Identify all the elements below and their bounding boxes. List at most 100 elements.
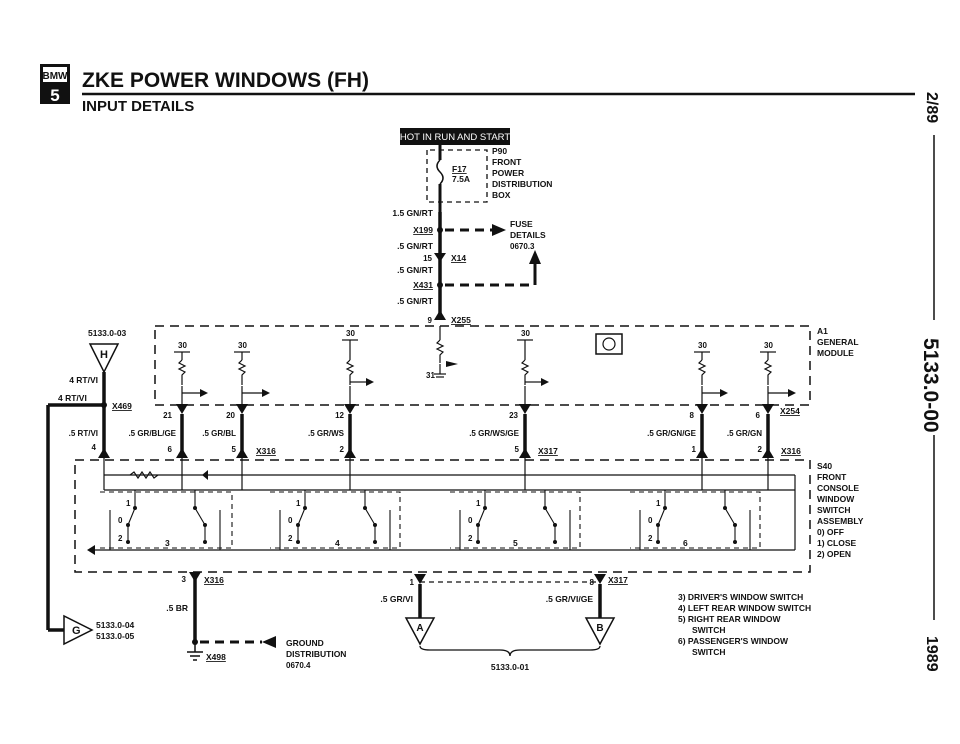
ref-h-letter: H: [100, 349, 108, 361]
lower-connector-icons: [176, 448, 774, 458]
side-year: 1989: [923, 636, 940, 672]
x316-pin-6: 6: [168, 445, 173, 454]
switch-num-5: 5: [513, 538, 518, 548]
feed-wire-2: .5 GN/RT: [397, 241, 434, 251]
fuse-box: F17 7.5A P90 FRONT POWER DISTRIBUTION BO…: [426, 145, 552, 212]
module-pin-20: 20: [226, 411, 235, 420]
switch-6: [630, 490, 761, 550]
switch-num-6: 6: [683, 538, 688, 548]
module-pin-6: 6: [756, 411, 761, 420]
logo-bottom-text: 5: [50, 86, 59, 105]
s40-line-7: 0) OFF: [817, 527, 844, 537]
module-pin-21: 21: [163, 411, 172, 420]
ref-b-letter: B: [596, 623, 603, 634]
hot-banner: [400, 128, 510, 145]
switch-num-4: 4: [335, 538, 340, 548]
fuse-details-2: DETAILS: [510, 230, 546, 240]
bottom-pin-3: 3: [182, 575, 187, 584]
bottom-section: 3 X316 .5 BR X498 GROUND DISTRIBUTION 06…: [166, 572, 811, 672]
ref-b-triangle-icon: [584, 617, 616, 646]
feed-x199: X199: [413, 225, 433, 235]
ref-ab: 5133.0-01: [491, 662, 530, 672]
left-connector-icon: [98, 448, 110, 458]
sw3-pos-2: 2: [118, 534, 123, 543]
feed-pin-15: 15: [423, 254, 432, 263]
ref-g-triangle-icon: [63, 614, 94, 646]
connector-x317-a: X317: [538, 446, 558, 456]
sw3-pos-1: 1: [126, 499, 131, 508]
wire-gr-bl-ge: .5 GR/BL/GE: [128, 429, 176, 438]
connector-x316-c-icon: [189, 572, 201, 582]
left-pin-4: 4: [92, 443, 97, 452]
sw4-pos-1: 1: [296, 499, 301, 508]
feed-pin-9: 9: [428, 316, 433, 325]
side-date: 2/89: [923, 92, 940, 123]
wire-br: .5 BR: [166, 603, 188, 613]
ground-line-1: GROUND: [286, 638, 324, 648]
resistor-icon: [129, 470, 159, 480]
s40-line-6: ASSEMBLY: [817, 516, 864, 526]
logo-top-text: BMW: [43, 71, 69, 82]
ref-a-triangle-icon: [404, 617, 436, 646]
wire-gr-vi-ge: .5 GR/VI/GE: [546, 594, 594, 604]
fuse-id: F17: [452, 164, 467, 174]
fuse-amps: 7.5A: [452, 174, 470, 184]
x317-pin-1: 1: [692, 445, 697, 454]
feed-x431: X431: [413, 280, 433, 290]
a1-pin-30-e: 30: [698, 341, 707, 350]
bottom-pin-8: 8: [590, 578, 595, 587]
p90-line-1: P90: [492, 146, 507, 156]
x316b-pin-2: 2: [758, 445, 763, 454]
connector-x316-a: X316: [256, 446, 276, 456]
sw6-pos-2: 2: [648, 534, 653, 543]
sw6-pos-1: 1: [656, 499, 661, 508]
left-wire-3: .5 RT/VI: [69, 429, 98, 438]
switch-4: [270, 490, 401, 550]
feed-wire-1: 1.5 GN/RT: [392, 208, 433, 218]
s40-line-2: FRONT: [817, 472, 847, 482]
side-strip: 2/89 5133.0-00 1989: [919, 92, 942, 672]
sw5-pos-1: 1: [476, 499, 481, 508]
s40-line-5: SWITCH: [817, 505, 851, 515]
switch-num-3: 3: [165, 538, 170, 548]
ground-arrow-icon: [262, 636, 276, 648]
a1-line-2: GENERAL: [817, 337, 859, 347]
feed-x14: X14: [451, 253, 466, 263]
switch-assembly-s40: S40 FRONT CONSOLE WINDOW SWITCH ASSEMBLY…: [74, 458, 864, 573]
wire-gr-gn: .5 GR/GN: [727, 429, 762, 438]
sw4-pos-2: 2: [288, 534, 293, 543]
a1-line-3: MODULE: [817, 348, 854, 358]
page-subtitle: INPUT DETAILS: [82, 98, 194, 115]
a1-pin-30-c: 30: [346, 329, 355, 338]
feed-wire: 1.5 GN/RT X199 .5 GN/RT 15 X14 .5 GN/RT …: [392, 208, 546, 325]
ground-line-2: DISTRIBUTION: [286, 649, 346, 659]
connector-x498: X498: [206, 652, 226, 662]
s40-line-1: S40: [817, 461, 832, 471]
left-wire-1: 4 RT/VI: [69, 375, 98, 385]
fuse-details-arrow-icon: [492, 224, 506, 236]
fuse-details-3: 0670.3: [510, 242, 535, 251]
sw3-pos-0: 0: [118, 516, 123, 525]
legend-2: 4) LEFT REAR WINDOW SWITCH: [678, 603, 811, 613]
module-pin-23: 23: [509, 411, 518, 420]
ref-ab-brace: [419, 645, 601, 657]
s40-line-3: CONSOLE: [817, 483, 859, 493]
hot-banner-text: HOT IN RUN AND START: [400, 132, 511, 143]
bottom-pin-1: 1: [410, 578, 415, 587]
switch-5: [450, 490, 581, 550]
bmw-5-logo: BMW 5: [40, 64, 70, 105]
ground-line-3: 0670.4: [286, 661, 311, 670]
s40-line-9: 2) OPEN: [817, 549, 851, 559]
switch-3: [100, 490, 233, 550]
general-module-a1: A1 GENERAL MODULE 30 30 30 30 30 30: [154, 325, 859, 406]
wire-gr-gn-ge: .5 GR/GN/GE: [647, 429, 697, 438]
ground-31: 31: [426, 371, 435, 380]
wire-gr-bl: .5 GR/BL: [202, 429, 236, 438]
connector-x255-icon: [434, 310, 446, 320]
ref-g-1: 5133.0-04: [96, 620, 135, 630]
ref-g-2: 5133.0-05: [96, 631, 135, 641]
legend-5: 6) PASSENGER'S WINDOW: [678, 636, 789, 646]
s40-line-4: WINDOW: [817, 494, 855, 504]
connector-x469: X469: [112, 401, 132, 411]
